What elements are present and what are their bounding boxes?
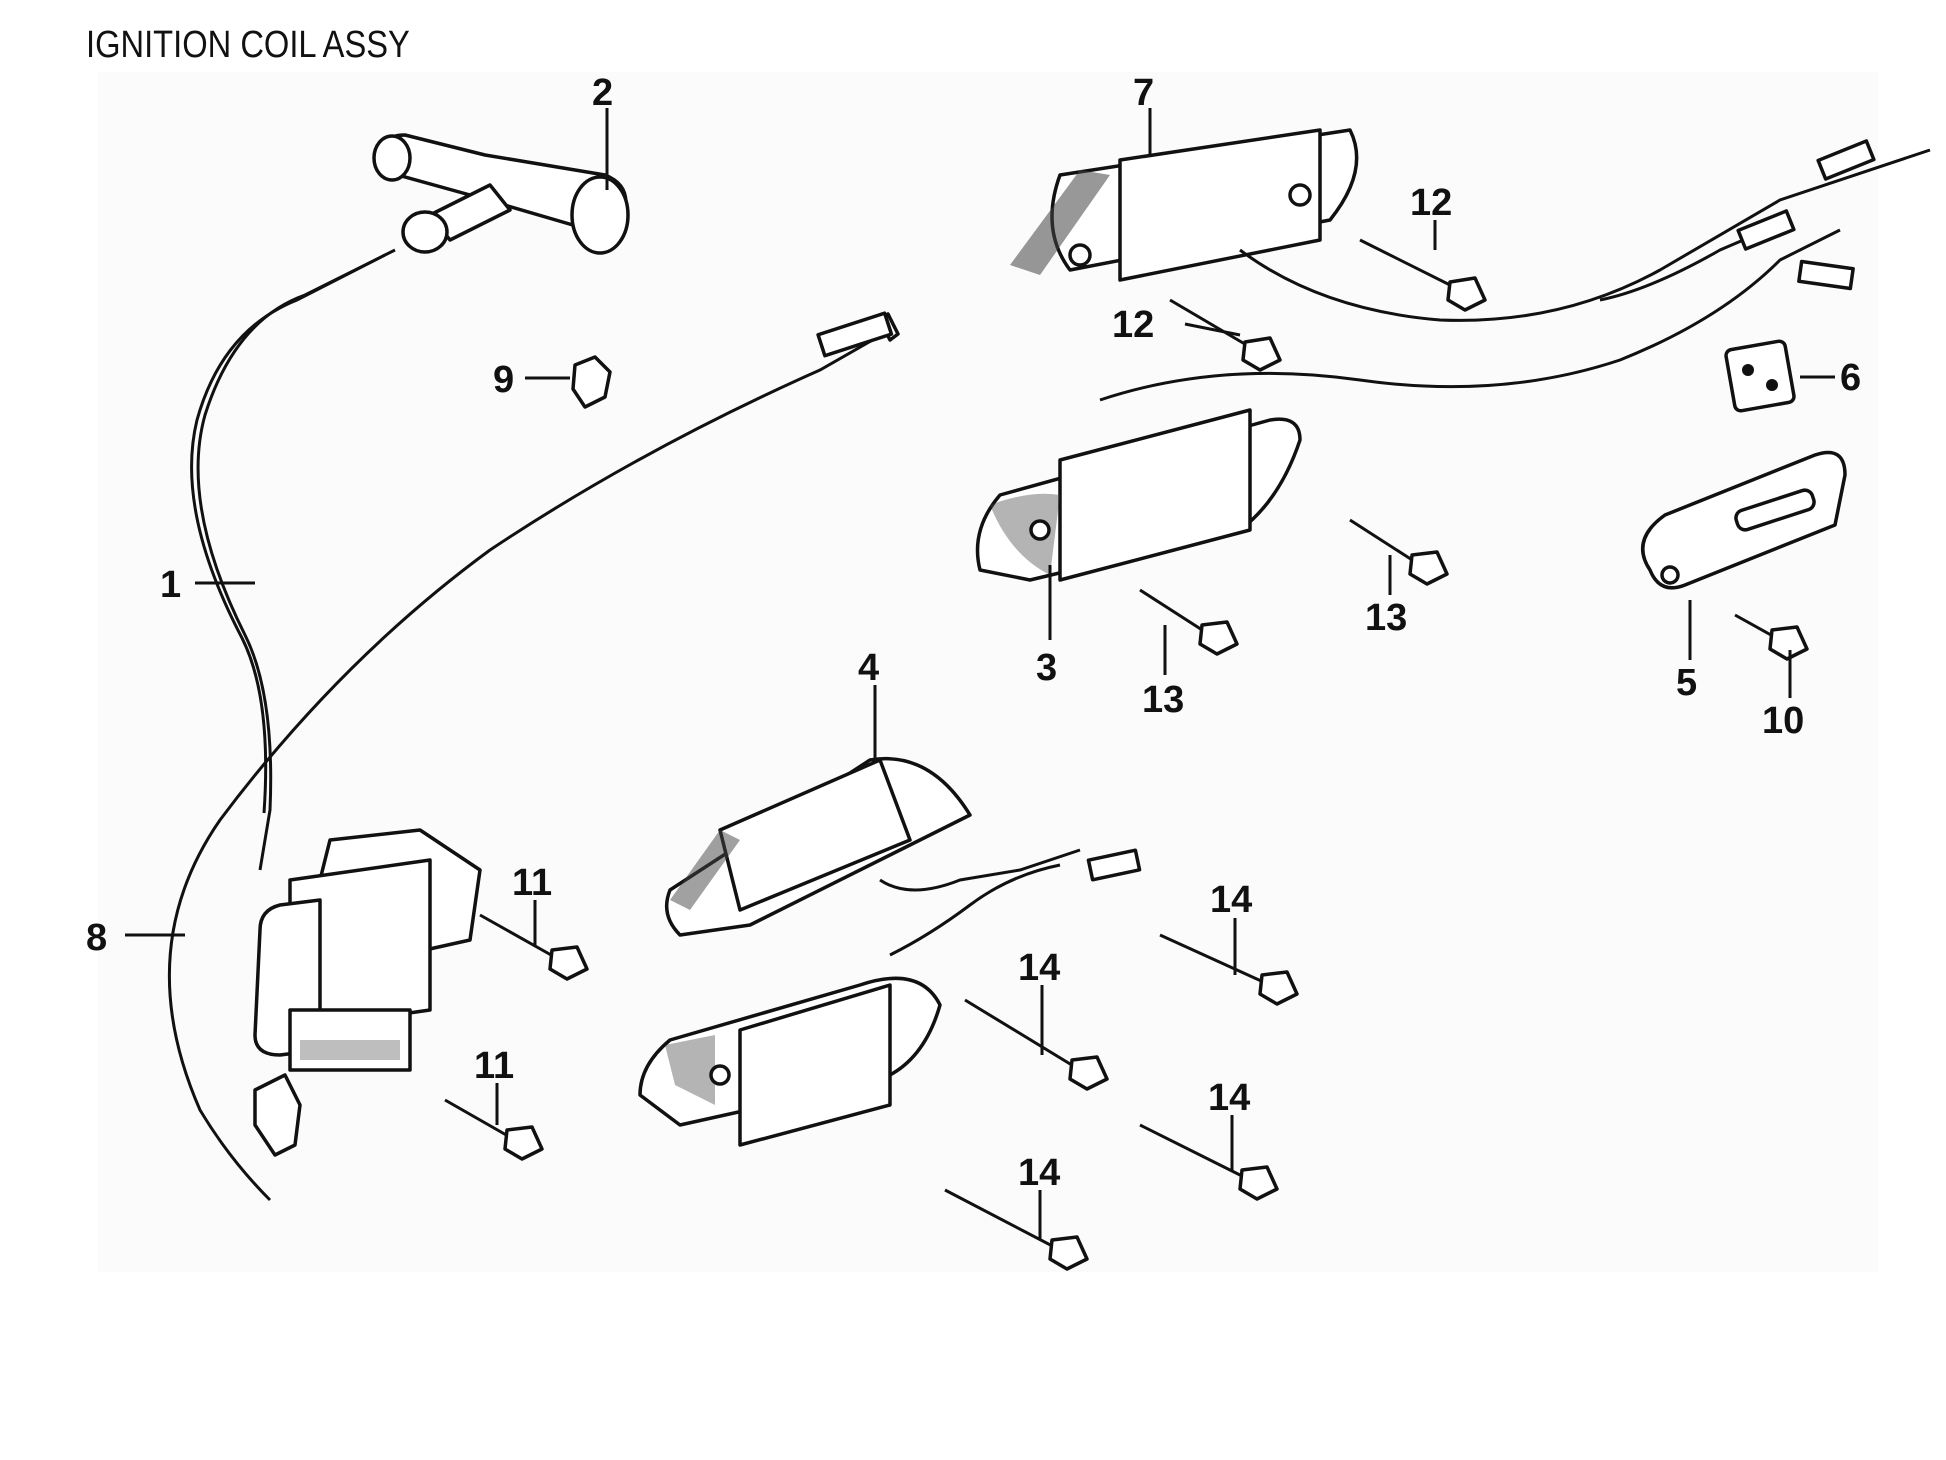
callout-13-lower: 13 xyxy=(1142,679,1184,721)
clip xyxy=(571,355,612,409)
charge-coil-upper xyxy=(1010,128,1359,282)
grommet xyxy=(1724,339,1796,413)
callout-11-lower: 11 xyxy=(474,1045,514,1087)
plate xyxy=(1641,450,1847,590)
charge-coil-middle xyxy=(975,408,1302,582)
callout-14-bottom: 14 xyxy=(1018,1152,1060,1194)
callout-1: 1 xyxy=(160,564,181,606)
callout-12-lower: 12 xyxy=(1112,304,1154,346)
callout-2: 2 xyxy=(592,72,613,114)
callout-13-upper: 13 xyxy=(1365,597,1407,639)
callout-8: 8 xyxy=(86,917,107,959)
callout-6: 6 xyxy=(1840,357,1861,399)
bolts xyxy=(444,238,1809,1271)
callout-9: 9 xyxy=(493,359,514,401)
callout-14-lower-right: 14 xyxy=(1208,1077,1250,1119)
spark-plug-cap xyxy=(372,133,630,255)
callout-3: 3 xyxy=(1036,647,1057,689)
callout-14-middle: 14 xyxy=(1018,947,1060,989)
callout-4: 4 xyxy=(858,647,879,689)
callout-5: 5 xyxy=(1676,662,1697,704)
ignition-coil xyxy=(190,248,482,1072)
ground-wire xyxy=(167,311,900,1202)
callout-7: 7 xyxy=(1133,72,1154,114)
charge-coil-lower xyxy=(638,757,1142,1147)
leader-lines xyxy=(125,108,1835,1240)
callout-10: 10 xyxy=(1762,700,1804,742)
diagram-title: IGNITION COIL ASSY xyxy=(86,24,410,66)
callout-12-upper: 12 xyxy=(1410,182,1452,224)
wire-harness xyxy=(1099,139,1931,402)
callout-11-upper: 11 xyxy=(512,862,552,904)
callout-14-upper-right: 14 xyxy=(1210,879,1252,921)
callouts: 2 1 8 9 7 12 12 6 3 13 13 5 10 4 11 11 1… xyxy=(86,72,1861,1194)
